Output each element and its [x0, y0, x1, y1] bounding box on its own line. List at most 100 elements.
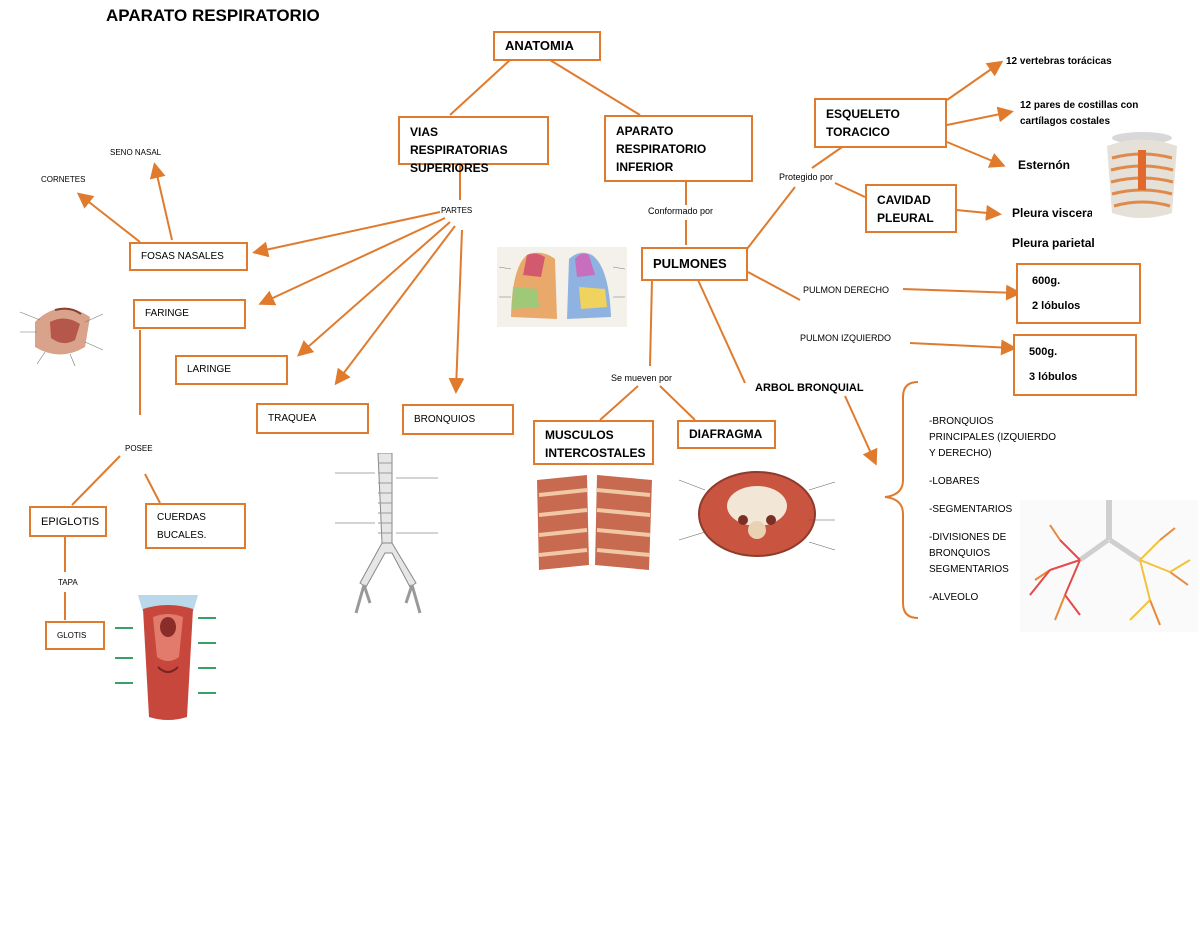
- line-pulmones-derecho: [747, 271, 801, 301]
- label-vertebras: 12 vertebras torácicas: [1006, 56, 1112, 67]
- derecho-peso: 600g.: [1032, 275, 1061, 287]
- arbol-item-9: -ALVEOLO: [929, 592, 979, 603]
- line-protegido-esqueleto: [811, 144, 846, 169]
- line-protegido-cavidad: [834, 182, 866, 198]
- arbol-item-3: Y DERECHO): [929, 448, 992, 459]
- arbol-item-5: -SEGMENTARIOS: [929, 504, 1013, 515]
- arrow-esternon: [946, 141, 1006, 168]
- node-faringe: FARINGE: [133, 299, 246, 329]
- node-pulmon-derecho-info: 600g. 2 lóbulos: [1016, 263, 1141, 324]
- node-glotis-label: GLOTIS: [57, 631, 87, 640]
- label-posee: POSEE: [125, 444, 153, 453]
- node-epiglotis: EPIGLOTIS: [29, 506, 107, 537]
- label-costillas-2: cartílagos costales: [1020, 116, 1111, 127]
- label-partes: PARTES: [441, 206, 473, 215]
- line-anatomia-inferior: [549, 59, 641, 116]
- label-se-mueven: Se mueven por: [611, 373, 673, 383]
- arrow-fosas: [252, 211, 441, 258]
- label-conformado: Conformado por: [648, 206, 714, 216]
- label-seno-nasal: SENO NASAL: [110, 148, 162, 157]
- node-musculos: MUSCULOS INTERCOSTALES: [533, 420, 654, 465]
- node-traquea: TRAQUEA: [256, 403, 369, 434]
- izquierdo-lobulos: 3 lóbulos: [1029, 371, 1078, 383]
- arrow-vertebras: [946, 60, 1004, 101]
- label-pleura-visceral: Pleura visceral: [1012, 206, 1097, 220]
- arbol-item-1: -BRONQUIOS: [929, 416, 994, 427]
- node-cavidad: CAVIDAD PLEURAL: [865, 184, 957, 233]
- node-faringe-label: FARINGE: [145, 308, 189, 319]
- node-esqueleto-label: ESQUELETO TORACICO: [826, 107, 900, 139]
- arbol-item-7: BRONQUIOS: [929, 548, 991, 559]
- node-pulmones-label: PULMONES: [653, 256, 727, 271]
- arrow-costillas: [946, 106, 1014, 126]
- node-epiglotis-label: EPIGLOTIS: [41, 516, 100, 528]
- node-bronquios: BRONQUIOS: [402, 404, 514, 435]
- arrow-derecho: [902, 284, 1022, 301]
- arrow-faringe: [258, 217, 446, 306]
- node-cuerdas-label: CUERDAS BUCALES.: [157, 512, 207, 541]
- label-pulmon-derecho: PULMON DERECHO: [803, 285, 890, 295]
- label-esternon: Esternón: [1018, 158, 1071, 172]
- arbol-item-8: SEGMENTARIOS: [929, 564, 1009, 575]
- label-pleura-parietal: Pleura parietal: [1012, 236, 1095, 250]
- arrow-bronquios: [448, 229, 465, 394]
- node-vias-superiores: VIAS RESPIRATORIAS SUPERIORES: [398, 116, 549, 175]
- arbol-item-4: -LOBARES: [929, 476, 980, 487]
- line-semueven-diafragma: [659, 385, 696, 421]
- node-anatomia-label: ANATOMIA: [505, 38, 574, 53]
- label-protegido: Protegido por: [779, 172, 834, 182]
- arrow-seno: [149, 162, 173, 241]
- trachea-illustration: [330, 453, 442, 625]
- line-posee-cuerdas: [144, 473, 161, 504]
- nasal-cavity-illustration: [15, 292, 105, 370]
- line-pulmones-semueven: [649, 279, 653, 367]
- intercostal-illustration: [527, 470, 662, 580]
- node-fosas-nasales: FOSAS NASALES: [129, 242, 248, 271]
- arbol-item-6: -DIVISIONES DE: [929, 532, 1007, 543]
- node-esqueleto: ESQUELETO TORACICO: [814, 98, 947, 148]
- izquierdo-peso: 500g.: [1029, 346, 1058, 358]
- arbol-bronquial-list: -BRONQUIOS PRINCIPALES (IZQUIERDO Y DERE…: [929, 414, 1056, 606]
- node-laringe-label: LARINGE: [187, 364, 231, 375]
- node-diafragma-label: DIAFRAGMA: [689, 427, 763, 441]
- larynx-illustration: [113, 587, 220, 723]
- node-traquea-label: TRAQUEA: [268, 413, 317, 424]
- line-pulmones-arbol: [697, 279, 746, 384]
- node-aparato-inferior: APARATO RESPIRATORIO INFERIOR: [604, 115, 753, 182]
- node-cuerdas: CUERDAS BUCALES.: [145, 503, 246, 549]
- thorax-skeleton-illustration: [1092, 128, 1192, 228]
- label-costillas-1: 12 pares de costillas con: [1020, 100, 1139, 111]
- line-anatomia-vias: [449, 59, 511, 116]
- node-laringe: LARINGE: [175, 355, 288, 385]
- arrow-traquea: [334, 225, 456, 386]
- node-pulmon-izquierdo-info: 500g. 3 lóbulos: [1013, 334, 1137, 396]
- arbol-brace: [884, 381, 919, 619]
- label-tapa: TAPA: [58, 578, 78, 587]
- label-cornetes: CORNETES: [41, 175, 86, 184]
- arrow-arbol: [844, 395, 878, 466]
- node-aparato-inferior-label: APARATO RESPIRATORIO INFERIOR: [616, 124, 707, 174]
- page-title: APARATO RESPIRATORIO: [106, 6, 320, 25]
- arbol-item-2: PRINCIPALES (IZQUIERDO: [929, 432, 1057, 443]
- node-fosas-nasales-label: FOSAS NASALES: [141, 251, 224, 262]
- arrow-izquierdo: [909, 339, 1017, 356]
- line-posee-epiglotis: [71, 455, 121, 506]
- node-glotis: GLOTIS: [45, 621, 105, 650]
- arrow-laringe: [296, 221, 451, 357]
- node-vias-superiores-label: VIAS RESPIRATORIAS SUPERIORES: [410, 125, 508, 175]
- node-diafragma: DIAFRAGMA: [677, 420, 776, 449]
- arrow-pleura: [955, 204, 1002, 221]
- node-pulmones: PULMONES: [641, 247, 748, 281]
- derecho-lobulos: 2 lóbulos: [1032, 300, 1081, 312]
- node-anatomia: ANATOMIA: [493, 31, 601, 61]
- line-semueven-musculos: [599, 385, 639, 421]
- label-arbol-bronquial: ARBOL BRONQUIAL: [755, 382, 864, 394]
- node-musculos-label: MUSCULOS INTERCOSTALES: [545, 428, 646, 460]
- diaphragm-illustration: [677, 460, 837, 568]
- arrow-cornetes: [76, 192, 141, 243]
- node-bronquios-label: BRONQUIOS: [414, 414, 476, 425]
- node-cavidad-label: CAVIDAD PLEURAL: [877, 193, 934, 225]
- bronchial-tree-illustration: [1020, 500, 1198, 632]
